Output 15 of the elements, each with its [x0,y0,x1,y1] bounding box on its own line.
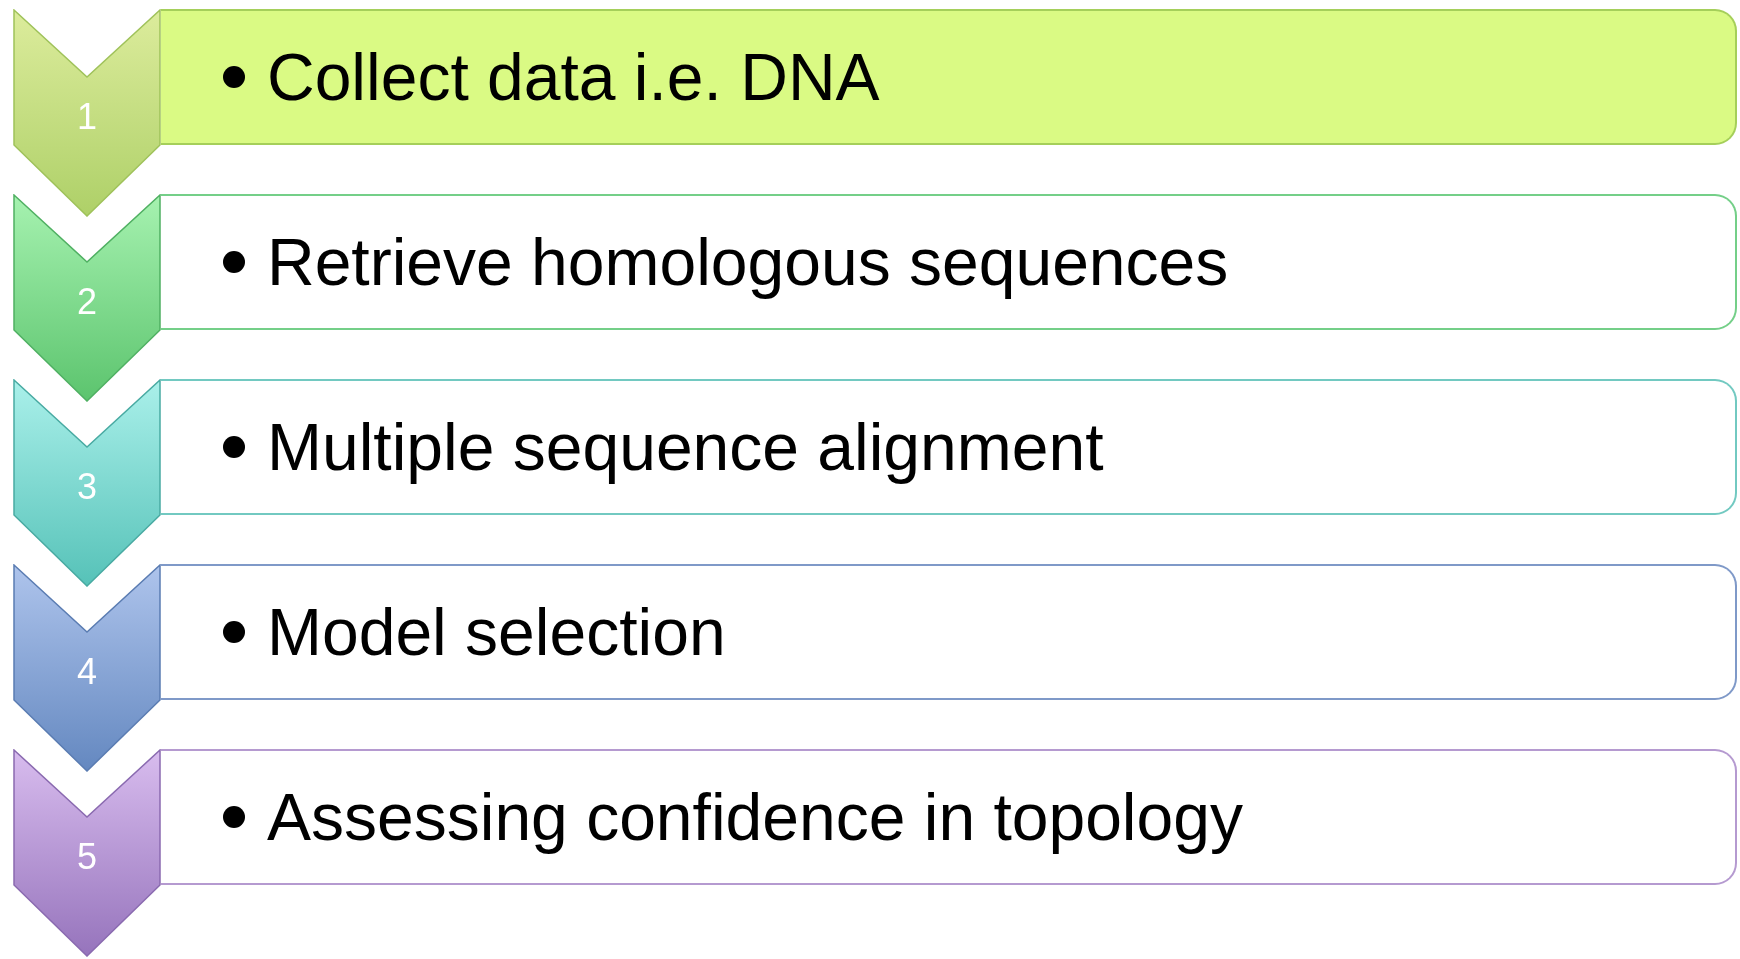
step-box [161,749,1737,885]
step-text: Collect data i.e. DNA [267,40,880,114]
step-number: 5 [76,839,98,875]
step-number: 3 [76,469,98,505]
step-number: 2 [76,284,98,320]
step-text: Model selection [267,595,726,669]
step-number: 1 [76,99,98,135]
step-text: Assessing confidence in topology [267,780,1243,854]
step-box [161,564,1737,700]
step-box [161,9,1737,145]
step-text: Multiple sequence alignment [267,410,1104,484]
step-text: Retrieve homologous sequences [267,225,1229,299]
step-number: 4 [76,654,98,690]
step-box [161,194,1737,330]
step-box [161,379,1737,515]
